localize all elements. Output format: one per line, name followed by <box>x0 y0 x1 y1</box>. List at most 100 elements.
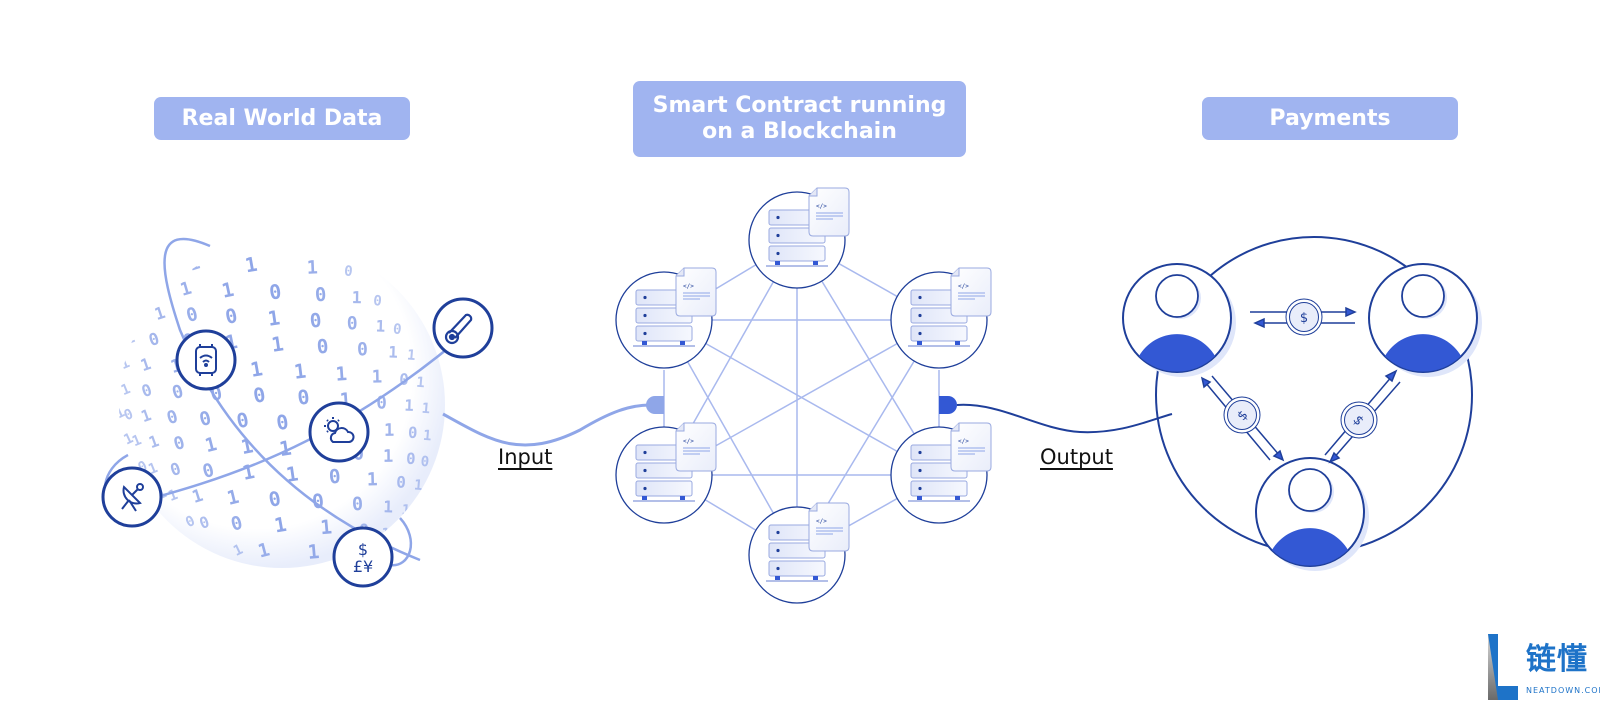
input-plug <box>646 396 664 414</box>
globe-orbit-line <box>389 517 412 567</box>
smart-contract-title: Smart Contract running on a Blockchain <box>633 81 966 157</box>
smartwatch-icon <box>195 344 217 376</box>
binary-digit: 0 <box>296 386 311 410</box>
binary-digit: 0 <box>420 454 430 471</box>
binary-digit: 1 <box>367 469 378 490</box>
blockchain-node: </> <box>615 267 717 369</box>
binary-digit: 1 <box>293 360 308 384</box>
satellite-dish-node <box>101 466 163 528</box>
currency-node: $ £¥ <box>332 526 394 588</box>
svg-text:</>: </> <box>816 203 827 210</box>
binary-digit: 0 <box>373 293 383 310</box>
contract-document-icon: </> <box>808 187 850 237</box>
thermometer-icon <box>444 313 473 345</box>
binary-digit: 1 <box>220 278 236 303</box>
binary-digit: 1 <box>113 404 128 422</box>
binary-digit: 1 <box>239 434 255 459</box>
binary-digit: 0 <box>275 409 291 435</box>
logo-mark-icon <box>1488 634 1518 700</box>
blockchain-node: </> <box>890 267 992 369</box>
blockchain-network: </> </> </> </> </> </> <box>615 187 1173 604</box>
binary-digit: 1 <box>273 513 289 538</box>
binary-digit: 0 <box>396 472 406 491</box>
binary-digit: 1 <box>225 485 242 510</box>
blockchain-node: </> <box>748 187 850 289</box>
binary-digit: 0 <box>268 279 283 304</box>
neatdown-logo: 链懂 NEATDOWN.COM <box>1488 632 1600 702</box>
binary-digit: 1 <box>319 515 333 539</box>
binary-digit: 1 <box>421 401 431 418</box>
binary-digit: 0 <box>314 284 327 307</box>
binary-digit: 0 <box>343 263 353 280</box>
binary-digit: 0 <box>357 339 368 360</box>
binary-digit: 1 <box>278 435 294 461</box>
binary-digit: 0 <box>223 304 239 329</box>
binary-digit: 1 <box>383 447 394 467</box>
real-world-data-globe: 0111011110010111001001011001100111111011… <box>101 237 651 588</box>
binary-digit: 1 <box>384 421 395 441</box>
binary-digit: 1 <box>266 305 281 330</box>
binary-digit: 1 <box>270 331 285 356</box>
binary-digit: 1 <box>243 253 259 278</box>
svg-text:</>: </> <box>958 283 969 290</box>
binary-digit: 1 <box>112 328 127 346</box>
output-label: Output <box>1040 445 1113 469</box>
binary-digit: 0 <box>392 321 402 338</box>
binary-digit: 0 <box>399 370 409 389</box>
smartwatch-node <box>175 329 237 391</box>
logo-latin-text: NEATDOWN.COM <box>1526 686 1600 695</box>
server-icon <box>908 444 970 502</box>
currency-icon: $ £¥ <box>353 540 373 576</box>
user-avatar <box>1122 263 1236 377</box>
blockchain-node: </> <box>615 422 717 524</box>
svg-text:</>: </> <box>816 518 827 525</box>
satellite-dish-icon <box>121 483 144 512</box>
weather-icon <box>324 417 355 443</box>
binary-digit: 0 <box>352 494 364 515</box>
dollar-coin-icon: $ <box>1223 396 1261 434</box>
globe-orbit-line <box>127 329 471 507</box>
user-avatar <box>1368 263 1482 377</box>
binary-digit: 0 <box>267 487 283 512</box>
binary-digit: 1 <box>406 347 416 364</box>
binary-digit: 1 <box>404 396 414 415</box>
binary-digit: 1 <box>388 342 398 361</box>
binary-digit: 0 <box>309 309 323 333</box>
blockchain-node: </> <box>890 422 992 524</box>
binary-digit: 0 <box>347 313 358 334</box>
smart-contract-title-text: Smart Contract running on a Blockchain <box>652 93 947 144</box>
binary-digit: 1 <box>203 433 219 457</box>
contract-document-icon: </> <box>950 267 992 317</box>
contract-document-icon: </> <box>675 267 717 317</box>
thermometer-node <box>432 297 494 359</box>
binary-digit: 1 <box>371 368 382 388</box>
dollar-coin-icon: $ <box>1340 401 1378 439</box>
binary-digit: 0 <box>376 394 387 414</box>
user-avatar <box>1255 457 1369 571</box>
contract-document-icon: </> <box>808 502 850 552</box>
real-world-data-title: Real World Data <box>154 97 410 140</box>
payments-network: $ $ $ <box>1122 236 1482 571</box>
blockchain-nodes: </> </> </> </> </> </> <box>615 187 992 604</box>
binary-digit: 0 <box>184 304 200 327</box>
binary-digit: 1 <box>307 540 321 564</box>
binary-digit: 1 <box>413 477 423 494</box>
binary-digit: 0 <box>316 335 330 359</box>
globe-sphere <box>119 242 445 568</box>
binary-digit: 1 <box>335 362 348 386</box>
binary-digit: 1 <box>375 316 385 335</box>
binary-digit: 0 <box>251 383 267 408</box>
contract-document-icon: </> <box>950 422 992 472</box>
dollar-coin-icon: $ <box>1285 298 1323 336</box>
logo-chinese-text: 链懂 <box>1526 642 1588 677</box>
binary-digit: 1 <box>249 357 265 382</box>
binary-digit: 1 <box>422 428 432 445</box>
binary-digit: 1 <box>136 278 151 296</box>
binary-digit: 1 <box>256 539 272 562</box>
binary-digit: 1 <box>149 278 164 298</box>
binary-digit: 0 <box>328 465 342 489</box>
binary-digit: 0 <box>235 408 251 433</box>
input-connector-line <box>442 403 651 447</box>
binary-digit: 0 <box>197 407 213 431</box>
